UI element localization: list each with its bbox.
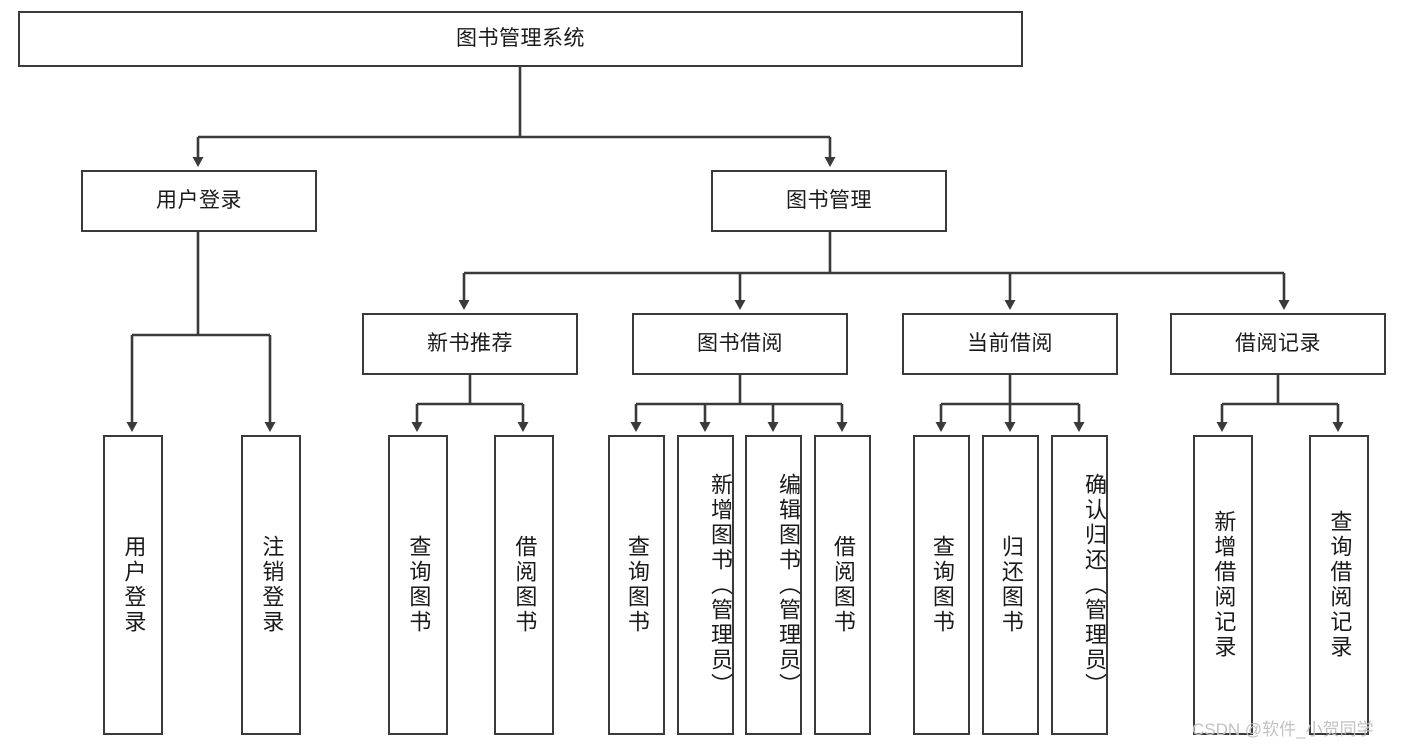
node-label: 图书管理 [786,189,872,213]
node-label: 编辑图书（管理员） [776,472,801,698]
node-label: 新书推荐 [427,332,513,356]
leaf-current-borrow-return[interactable]: 归还图书 [982,435,1039,735]
leaf-user-login-logout[interactable]: 注销登录 [241,435,301,735]
node-book-management[interactable]: 图书管理 [711,170,947,232]
node-label: 归还图书 [998,535,1024,635]
node-label: 确认归还（管理员） [1082,472,1107,698]
node-new-book-recommend[interactable]: 新书推荐 [362,313,578,375]
node-user-login[interactable]: 用户登录 [81,170,317,232]
node-label: 新增图书（管理员） [708,472,733,698]
node-label: 查询借阅记录 [1327,510,1353,660]
node-label: 用户登录 [121,535,147,635]
node-label: 新增借阅记录 [1211,510,1237,660]
node-label: 借阅记录 [1235,332,1321,356]
node-label: 查询图书 [929,535,955,635]
leaf-borrow-record-query[interactable]: 查询借阅记录 [1309,435,1369,735]
node-borrow-record[interactable]: 借阅记录 [1170,313,1386,375]
node-root-library-system[interactable]: 图书管理系统 [18,11,1023,67]
leaf-book-borrow-borrow[interactable]: 借阅图书 [814,435,871,735]
node-label: 注销登录 [259,535,285,635]
leaf-new-book-borrow[interactable]: 借阅图书 [494,435,554,735]
leaf-book-borrow-edit[interactable]: 编辑图书（管理员） [745,435,802,735]
leaf-new-book-query[interactable]: 查询图书 [388,435,448,735]
node-label: 查询图书 [624,535,650,635]
leaf-book-borrow-add[interactable]: 新增图书（管理员） [677,435,734,735]
node-label: 当前借阅 [967,332,1053,356]
leaf-current-borrow-confirm-return[interactable]: 确认归还（管理员） [1051,435,1108,735]
node-label: 借阅图书 [512,535,538,635]
node-label: 图书管理系统 [456,27,585,51]
node-label: 借阅图书 [830,535,856,635]
node-label: 查询图书 [406,535,432,635]
leaf-user-login-login[interactable]: 用户登录 [103,435,163,735]
node-label: 用户登录 [156,189,242,213]
csdn-watermark: CSDN @软件_小贺同学 [1192,720,1374,739]
leaf-borrow-record-add[interactable]: 新增借阅记录 [1193,435,1253,735]
node-label: 图书借阅 [697,332,783,356]
node-current-borrow[interactable]: 当前借阅 [902,313,1118,375]
node-book-borrow[interactable]: 图书借阅 [632,313,848,375]
leaf-current-borrow-query[interactable]: 查询图书 [913,435,970,735]
leaf-book-borrow-query[interactable]: 查询图书 [608,435,665,735]
